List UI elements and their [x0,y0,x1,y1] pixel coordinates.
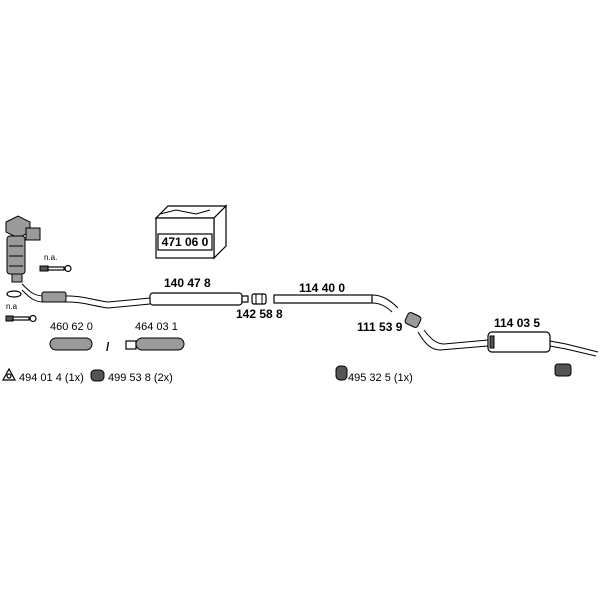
rubber-mount-1x: 495 32 5 (1x) [335,365,413,384]
gasket-ring [6,290,22,298]
sensor-head [39,265,49,272]
kit-box: 471 06 0 [154,204,228,260]
rubber-mount-icon [335,365,348,381]
sensor-tip [64,264,72,273]
middle-pipe-straight [273,294,373,304]
lambda-sensor-top: n.a. [39,253,72,273]
gasket-part: 494 01 4 (1x) [1,367,84,384]
middle-pipe-bend [371,302,393,313]
middle-joint: 111 53 9 [357,312,422,334]
sensor-tip [29,314,37,323]
front-resonator [149,292,243,306]
middle-pipe: 114 40 0 [273,281,399,313]
front-pipe-label: 140 47 8 [164,276,211,290]
gasket-hole [6,373,12,379]
rear-silencer-body [487,331,551,353]
catalytic-manifold [5,215,41,283]
tail-pipe [549,345,597,357]
rubber-mount-2x-label: 499 53 8 (2x) [108,372,173,384]
clamp-front-label: 142 58 8 [236,307,283,321]
rear-pipe [423,329,489,345]
flex-section [41,291,67,303]
rear-pipe [417,331,489,351]
flex-pipe-2-body [135,337,185,351]
gasket-label: 494 01 4 (1x) [19,372,84,384]
rubber-mount-icon [90,369,105,382]
clamp-body [251,293,267,305]
flex-pipe-1-body [49,337,93,351]
lambda-sensor-bottom: n.a [5,302,37,323]
flex-pipe-2: 464 03 1 [125,321,185,351]
middle-joint-label: 111 53 9 [357,320,403,334]
kit-box-label-panel [157,233,213,251]
catalyst-neck [11,273,23,283]
catalyst-body [6,235,26,275]
manifold-outlet [25,227,41,241]
sensor-head [5,315,14,322]
middle-pipe-label: 114 40 0 [299,281,345,295]
front-pipe: 140 47 8 [21,276,249,309]
rubber-mount-1x-label: 495 32 5 (1x) [348,372,413,384]
tail-pipe [549,340,599,353]
front-pipe-outline [21,283,151,303]
rear-hanger [554,363,572,377]
front-pipe-end [241,295,249,303]
front-pipe-outline [21,289,151,309]
rear-silencer: 114 03 5 [417,316,599,377]
sensor-body [47,266,65,271]
rubber-mount-2x: 499 53 8 (2x) [90,369,173,384]
flex-pipe-2-label: 464 03 1 [135,321,178,333]
joint-clamp [404,312,422,328]
rear-silencer-label: 114 03 5 [494,316,540,330]
flex-pipe-1: 460 62 0 [49,321,93,351]
sensor-body [12,316,30,321]
kit-box-flap [159,209,211,215]
na-label-bottom: n.a [6,302,18,311]
clamp-front: 142 58 8 [236,293,283,321]
na-label-top: n.a. [44,253,57,262]
kit-box-label: 471 06 0 [162,235,209,249]
flex-pipe-1-label: 460 62 0 [50,321,93,333]
rear-silencer-endcap [489,335,495,349]
middle-pipe-bend [371,294,399,309]
flex-separator: / [106,340,110,354]
flex-pipe-2-end [125,340,137,350]
